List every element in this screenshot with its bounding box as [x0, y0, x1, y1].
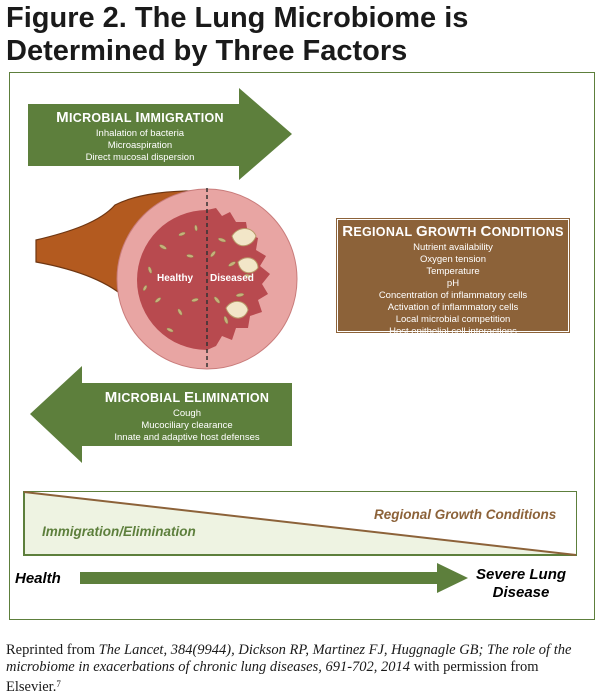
- immigration-item: Microaspiration: [107, 140, 173, 151]
- title-line-2: Determined by Three Factors: [6, 35, 408, 67]
- growth-conditions-box: Regional Growth Conditions Nutrient avai…: [336, 218, 570, 337]
- immigration-item: Inhalation of bacteria: [95, 128, 185, 139]
- inflammatory-cells: [225, 228, 259, 319]
- growth-item: Host epithelial cell interactions: [389, 326, 517, 337]
- elimination-item: Cough: [173, 408, 201, 419]
- health-label: Health: [15, 570, 61, 587]
- growth-wedge-label: Regional Growth Conditions: [374, 507, 557, 522]
- diseased-label: Diseased: [210, 273, 254, 284]
- immigration-wedge-label: Immigration/Elimination: [42, 524, 196, 539]
- caption-citation: The Lancet, 384(9944), Dickson RP, Marti…: [6, 641, 572, 675]
- elimination-heading: Microbial Elimination: [104, 389, 270, 406]
- growth-heading: Regional Growth Conditions: [342, 223, 564, 240]
- severe-label-line-1: Severe Lung: [475, 566, 567, 583]
- elimination-text: Microbial Elimination Cough Mucociliary …: [84, 390, 290, 444]
- alveolus-diseased-half: [207, 208, 270, 350]
- growth-item: pH: [446, 278, 460, 289]
- figure-title: Figure 2. The Lung Microbiome is Determi…: [6, 2, 596, 68]
- growth-item: Activation of inflammatory cells: [387, 302, 519, 313]
- growth-item: Local microbial competition: [395, 314, 511, 325]
- figure-caption: Reprinted from The Lancet, 384(9944), Di…: [6, 642, 596, 696]
- title-line-1: Figure 2. The Lung Microbiome is: [6, 2, 469, 34]
- growth-item: Concentration of inflammatory cells: [378, 290, 528, 301]
- growth-item: Nutrient availability: [413, 242, 493, 253]
- elimination-arrow: [30, 366, 292, 463]
- growth-item: Oxygen tension: [419, 254, 486, 265]
- elimination-item: Mucociliary clearance: [141, 420, 233, 431]
- immigration-item: Direct mucosal dispersion: [85, 152, 195, 163]
- caption-prefix: Reprinted from: [6, 641, 99, 658]
- growth-text: Regional Growth Conditions Nutrient avai…: [338, 224, 568, 338]
- alveolus-healthy-half: [137, 210, 207, 350]
- growth-item: Temperature: [426, 266, 480, 277]
- elimination-item: Innate and adaptive host defenses: [114, 432, 260, 443]
- bacteria: [142, 224, 252, 333]
- immigration-heading: Microbial Immigration: [56, 109, 224, 126]
- immigration-text: Microbial Immigration Inhalation of bact…: [40, 110, 240, 164]
- immigration-arrow: [28, 88, 292, 180]
- severe-disease-label: Severe Lung Disease: [471, 566, 571, 602]
- severe-label-line-2: Disease: [492, 584, 550, 601]
- caption-reference: 7: [56, 678, 61, 689]
- diagram-panel: [9, 72, 595, 620]
- healthy-label: Healthy: [157, 273, 194, 284]
- wedge-diagonal: [23, 491, 577, 556]
- health-severity-arrow: [80, 563, 468, 593]
